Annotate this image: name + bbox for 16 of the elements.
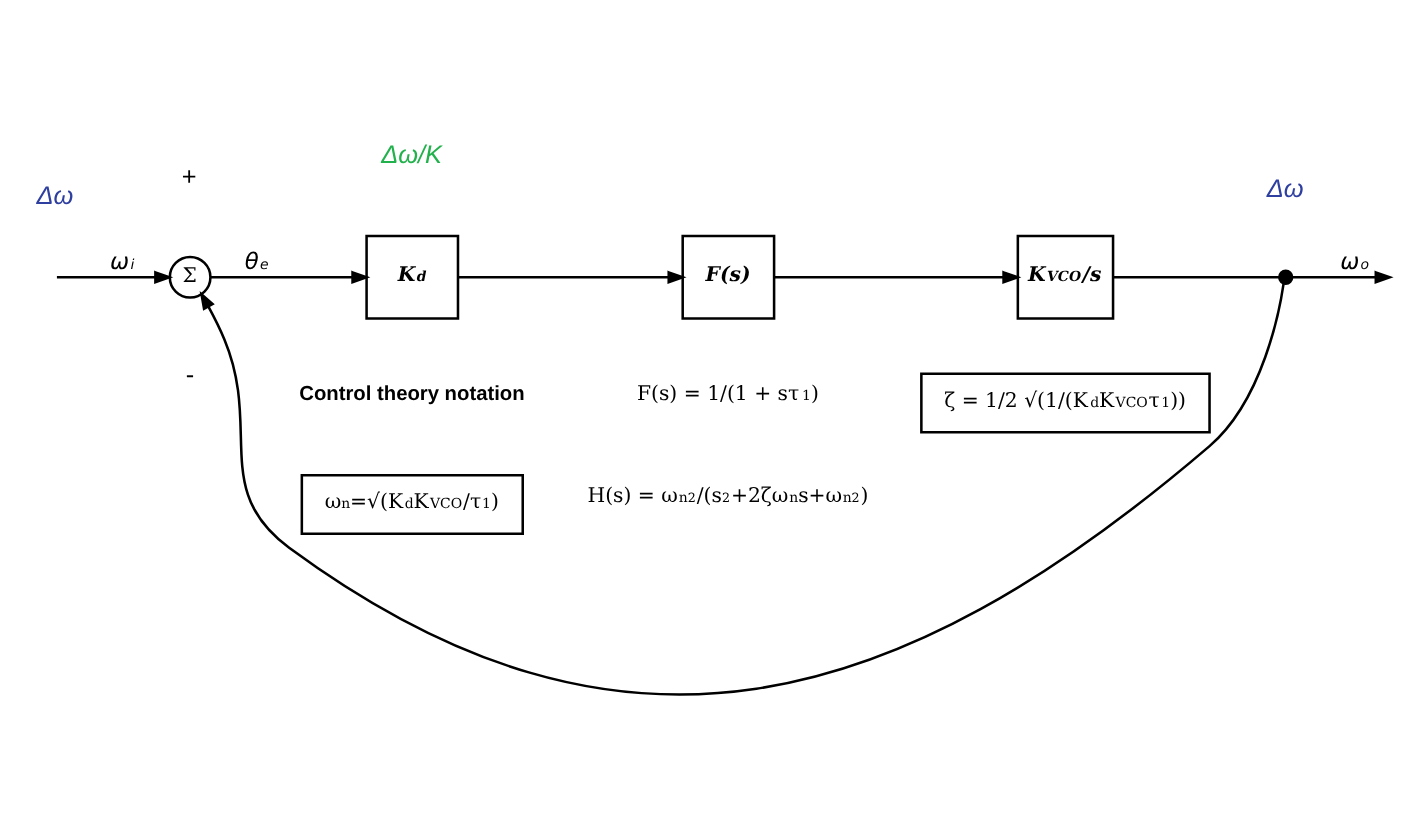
arrow <box>458 270 687 284</box>
node-box: F(s) <box>681 234 776 320</box>
node-circle <box>1278 269 1294 285</box>
arrow <box>56 270 174 284</box>
label: Δω <box>1266 175 1304 204</box>
arrow <box>199 283 1285 696</box>
arrow <box>210 270 371 284</box>
label: Δω/K <box>381 141 442 170</box>
label: - <box>185 360 195 389</box>
label: + <box>181 162 197 191</box>
node-circle: Σ <box>168 255 212 299</box>
arrow <box>1292 270 1394 284</box>
label: Control theory notation <box>299 384 525 407</box>
connector <box>1113 276 1280 279</box>
arrow <box>774 270 1022 284</box>
label: Δω <box>36 181 74 210</box>
